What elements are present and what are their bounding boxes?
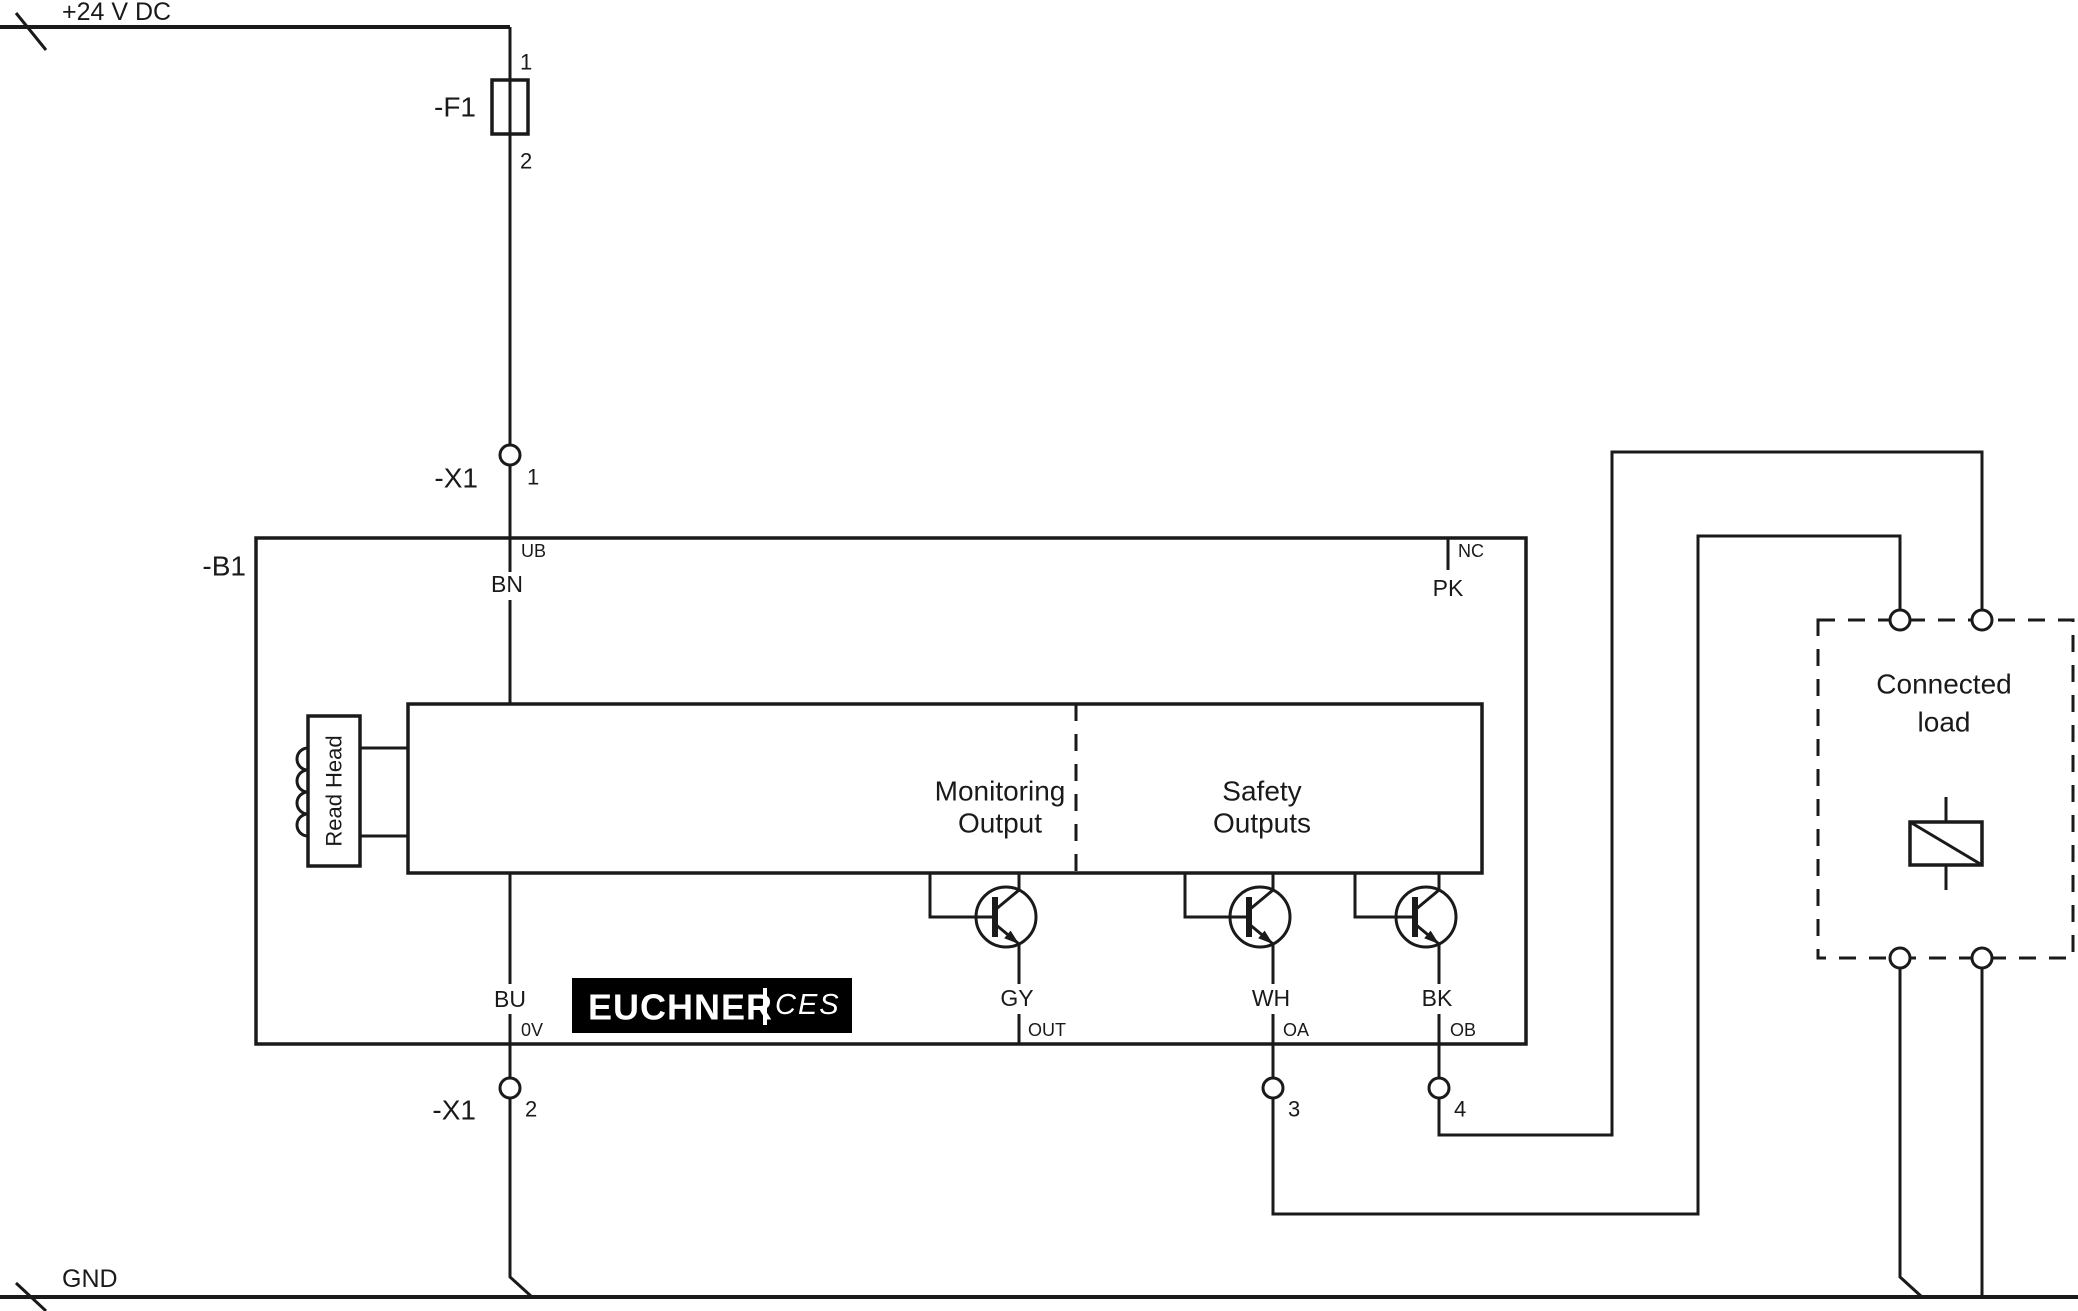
bk-label-bg — [1411, 984, 1463, 1012]
x1-pin4-label: 4 — [1454, 1097, 1466, 1122]
terminal-x1-top: -X1 1 — [434, 443, 539, 494]
wire-load-return-a — [1898, 968, 1924, 1299]
device-outline — [254, 536, 1528, 1046]
emitter-arrow-icon — [1424, 930, 1439, 944]
load-boundary — [1816, 618, 2075, 960]
bu-label-bg — [486, 985, 534, 1013]
terminal-circle-3 — [1261, 1076, 1285, 1100]
collector-lead — [994, 873, 1021, 912]
pin-nc-label: NC — [1458, 541, 1484, 561]
pin-pk-label: PK — [1433, 575, 1464, 601]
x1-pin1-label: 1 — [527, 465, 539, 490]
transistor-monitoring-output — [928, 873, 1038, 1044]
pin-bn-label: BN — [491, 571, 523, 597]
load-label-1: Connected — [1876, 669, 2011, 700]
connected-load: Connected load — [1816, 608, 2075, 970]
rail-break-slash-icon — [14, 12, 48, 51]
pin-0v-label: 0V — [521, 1020, 543, 1040]
pin-ub-label: UB — [521, 541, 546, 561]
read-head: Read Head — [295, 714, 408, 868]
relay-coil — [1908, 797, 1984, 890]
base-lead — [1183, 873, 1249, 919]
fuse-pin-bottom: 2 — [520, 149, 532, 174]
safety-section-label-2: Outputs — [1213, 808, 1311, 839]
terminal-x1-bottom: -X1 2 3 4 — [432, 1044, 1466, 1126]
pin-bk-label: BK — [1422, 985, 1453, 1011]
safety-output-wiring — [508, 450, 1984, 1299]
logo-product-text: CES — [775, 989, 841, 1021]
load-terminal-bottom-b — [1970, 946, 1994, 970]
load-terminal-top-b — [1970, 608, 1994, 632]
x1-pin2-label: 2 — [525, 1097, 537, 1122]
terminal-circle-4 — [1427, 1076, 1451, 1100]
euchner-logo: EUCHNER CES — [572, 978, 852, 1033]
logo-brand-text: EUCHNER — [588, 987, 773, 1028]
monitoring-section-label-1: Monitoring — [935, 776, 1066, 807]
x1-pin3-label: 3 — [1288, 1097, 1300, 1122]
supply-rail: +24 V DC — [0, 0, 510, 51]
collector-lead — [1248, 873, 1275, 912]
wire-0v-to-gnd — [508, 1098, 534, 1299]
gy-label-bg — [991, 984, 1043, 1012]
relay-diagonal — [1909, 820, 1983, 867]
logo-background — [572, 978, 852, 1033]
load-terminal-top-a — [1888, 608, 1912, 632]
fuse-symbol — [490, 78, 530, 136]
relay-box — [1908, 820, 1984, 867]
device-label: -B1 — [202, 551, 246, 582]
collector-lead — [1414, 873, 1441, 912]
fuse-pin-top: 1 — [520, 50, 532, 75]
electronics-block — [406, 702, 1484, 875]
bn-label-bg — [484, 572, 530, 596]
read-head-label: Read Head — [322, 735, 347, 846]
coil-icon — [295, 746, 309, 838]
wire-ob-to-load — [1437, 450, 1984, 1137]
wh-label-bg — [1245, 984, 1297, 1012]
pin-gy-label: GY — [1000, 985, 1033, 1011]
x1-label-bottom: -X1 — [432, 1095, 476, 1126]
transistor-safety-b — [1353, 873, 1458, 1044]
x1-label-top: -X1 — [434, 463, 478, 494]
pin-bu-label: BU — [494, 986, 526, 1012]
ground-rail: GND — [0, 1265, 2078, 1311]
ground-label: GND — [62, 1265, 118, 1293]
monitoring-section-label-2: Output — [958, 808, 1042, 839]
emitter-arrow-icon — [1004, 930, 1019, 944]
fuse-f1: -F1 1 2 — [434, 50, 532, 174]
load-terminal-bottom-a — [1888, 946, 1912, 970]
emitter-arrow-icon — [1258, 930, 1273, 944]
load-label-2: load — [1918, 707, 1971, 738]
fuse-label: -F1 — [434, 92, 476, 123]
pin-ob-label: OB — [1450, 1020, 1476, 1040]
logo-separator — [763, 988, 767, 1025]
supply-label: +24 V DC — [62, 0, 171, 26]
base-lead — [928, 873, 995, 919]
wire-oa-to-load — [1271, 534, 1902, 1216]
device-b1: -B1 UB BN NC PK Monitoring Output Safety… — [202, 536, 1528, 1078]
transistor-safety-a — [1183, 873, 1292, 1044]
pin-wh-label: WH — [1252, 985, 1290, 1011]
gnd-break-slash-icon — [14, 1281, 48, 1311]
transistor-circle — [974, 885, 1038, 949]
terminal-circle-2 — [498, 1076, 522, 1100]
pin-oa-label: OA — [1283, 1020, 1309, 1040]
safety-section-label-1: Safety — [1222, 776, 1301, 807]
pin-out-label: OUT — [1028, 1020, 1066, 1040]
read-head-leads — [360, 746, 408, 838]
terminal-circle-1 — [498, 443, 522, 467]
transistor-circle — [1228, 885, 1292, 949]
transistor-circle — [1394, 885, 1458, 949]
